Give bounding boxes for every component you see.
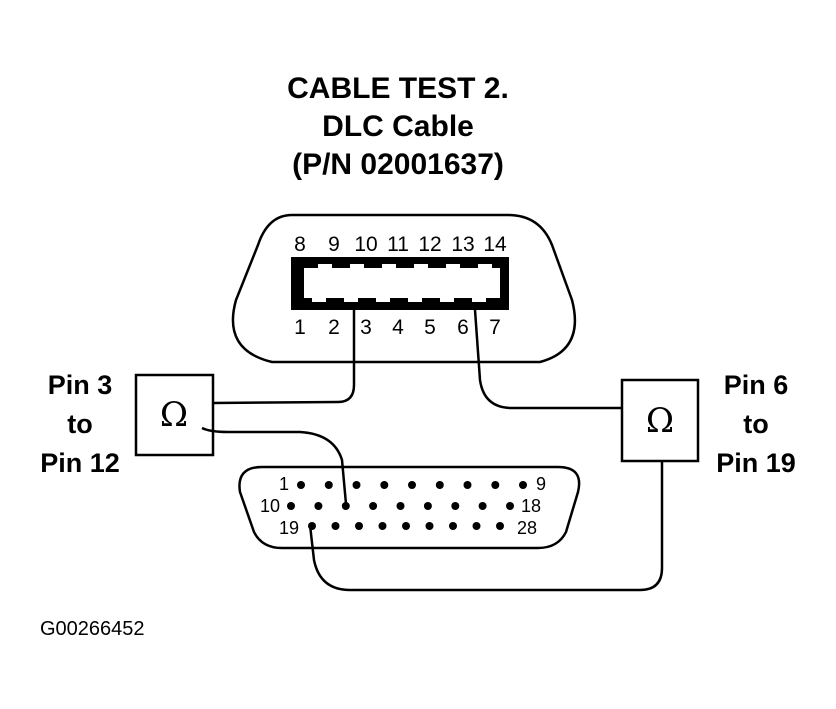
lead-left-meter-to-db-pin-12: [201, 426, 348, 505]
lead-dlc-pin-3-to-left-meter: [212, 310, 356, 405]
db-pin-28-label: 28: [517, 518, 537, 538]
dlc-pin-slot-cutout: [304, 264, 500, 302]
db-pin-19-label: 19: [279, 518, 299, 538]
db-pin-dot-row3-7: [449, 522, 457, 530]
db-pin-dot-row2-6: [423, 502, 432, 510]
left-label-line-1: Pin 3: [48, 370, 113, 400]
dlc-pin-1: 1: [294, 316, 306, 339]
db-connector: 1 9 10 18 19 28: [238, 465, 581, 550]
db-pin-dot-row1-3: [352, 481, 361, 489]
db-pin-dot-row2-7: [451, 502, 460, 510]
db-pin-dot-row3-5: [402, 522, 410, 530]
db-pin-dot-row3-8: [472, 522, 481, 530]
right-label-line-2: to: [743, 409, 768, 439]
dlc-pin-13: 13: [451, 233, 474, 256]
db-pin-dots: [287, 481, 527, 530]
db-pin-10-label: 10: [260, 496, 280, 516]
dlc-pin-8: 8: [294, 233, 306, 256]
right-test-label: Pin 6 to Pin 19: [716, 370, 796, 478]
dlc-pin-4: 4: [392, 316, 404, 339]
db-pin-dot-row1-5: [408, 481, 416, 489]
left-ohmmeter: Ω: [134, 373, 215, 457]
db-pin-dot-row2-1: [287, 502, 295, 510]
dlc-pin-7: 7: [489, 316, 501, 339]
figure-id: G00266452: [40, 618, 145, 640]
db-pin-dot-row3-4: [378, 522, 387, 530]
db-pin-dot-row2-8: [478, 502, 487, 510]
db-pin-dot-row1-9: [519, 481, 527, 489]
dlc-pin-3: 3: [360, 316, 372, 339]
dlc-top-pin-numbers: 8 9 10 11 12 13 14: [294, 233, 507, 256]
db-pin-dot-row1-8: [491, 481, 500, 489]
test-leads: [201, 309, 664, 592]
left-label-line-3: Pin 12: [40, 448, 120, 478]
dlc-pin-12: 12: [418, 233, 441, 256]
right-ohmmeter: Ω: [620, 378, 700, 463]
title-line-1: CABLE TEST 2.: [287, 72, 509, 105]
right-ohm-icon: Ω: [646, 401, 674, 441]
db-pin-dot-row2-2: [314, 502, 323, 510]
dlc-connector-housing: [231, 213, 577, 364]
dlc-pin-14: 14: [483, 233, 507, 256]
db-pin-18-label: 18: [521, 496, 541, 516]
dlc-pin-9: 9: [328, 233, 340, 256]
db-pin-dot-row1-2: [324, 481, 333, 489]
dlc-pin-10: 10: [354, 233, 377, 256]
dlc-bottom-pin-numbers: 1 2 3 4 5 6 7: [294, 316, 501, 339]
title-line-3: (P/N 02001637): [292, 148, 504, 181]
db-pin-dot-row1-7: [463, 481, 472, 489]
diagram-title: CABLE TEST 2. DLC Cable (P/N 02001637): [287, 72, 509, 181]
db-pin-dot-row3-3: [355, 522, 363, 530]
db-pin-dot-row1-4: [380, 481, 389, 489]
dlc-pin-2: 2: [328, 316, 340, 339]
db-pin-9-label: 9: [536, 474, 546, 494]
right-label-line-3: Pin 19: [716, 448, 796, 478]
db-pin-dot-row1-1: [297, 481, 305, 489]
db-pin-dot-row2-3: [341, 502, 350, 510]
db-pin-dot-row3-6: [425, 522, 434, 530]
dlc-pin-5: 5: [424, 316, 436, 339]
db-pin-dot-row2-9: [506, 502, 514, 510]
db-pin-1-label: 1: [279, 474, 289, 494]
title-line-2: DLC Cable: [322, 110, 474, 143]
lead-right-meter-to-db-pin-19: [308, 461, 664, 592]
right-ohmmeter-box: [620, 378, 700, 463]
dlc-pin-11: 11: [387, 233, 409, 256]
db-pin-dot-row2-4: [369, 502, 378, 510]
dlc-connector: 8 9 10 11 12 13 14 1 2 3 4 5 6 7: [231, 213, 577, 364]
dlc-pin-6: 6: [457, 316, 469, 339]
db-connector-housing: [238, 465, 581, 550]
db-pin-dot-row3-9: [496, 522, 504, 530]
left-ohmmeter-box: [134, 373, 215, 457]
right-label-line-1: Pin 6: [724, 370, 789, 400]
db-pin-dot-row2-5: [396, 502, 405, 510]
left-test-label: Pin 3 to Pin 12: [40, 370, 120, 478]
db-pin-dot-row1-6: [435, 481, 444, 489]
left-label-line-2: to: [67, 409, 92, 439]
lead-dlc-pin-6-to-right-meter: [473, 309, 622, 410]
db-pin-dot-row3-2: [331, 522, 340, 530]
left-ohm-icon: Ω: [160, 395, 188, 435]
